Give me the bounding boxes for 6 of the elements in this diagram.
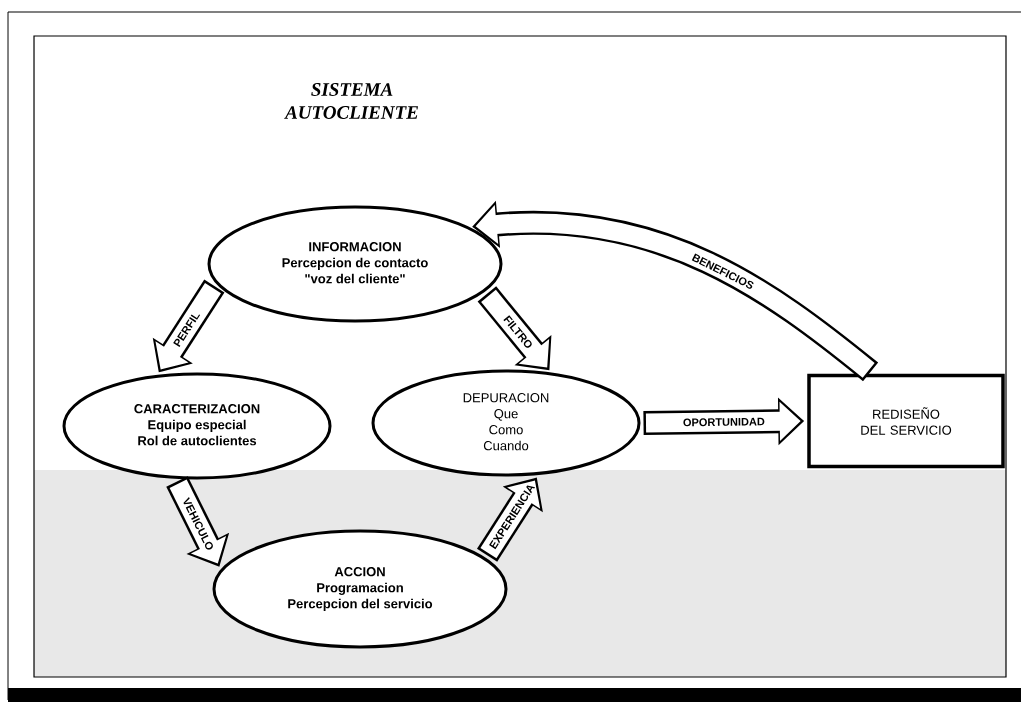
ellipse-node: CARACTERIZACION Equipo especial Rol de autoclientes [62, 372, 332, 480]
ellipse-node: INFORMACION Percepcion de contacto "voz del cliente" [207, 205, 503, 323]
title: SISTEMA AUTOCLIENTE [284, 83, 418, 119]
ellipse-node: DEPURACION Que Como Cuando [371, 369, 641, 477]
edge-label: OPORTUNIDAD [683, 417, 765, 427]
process-box: REDISEÑO DEL SERVICIO [807, 373, 1005, 469]
